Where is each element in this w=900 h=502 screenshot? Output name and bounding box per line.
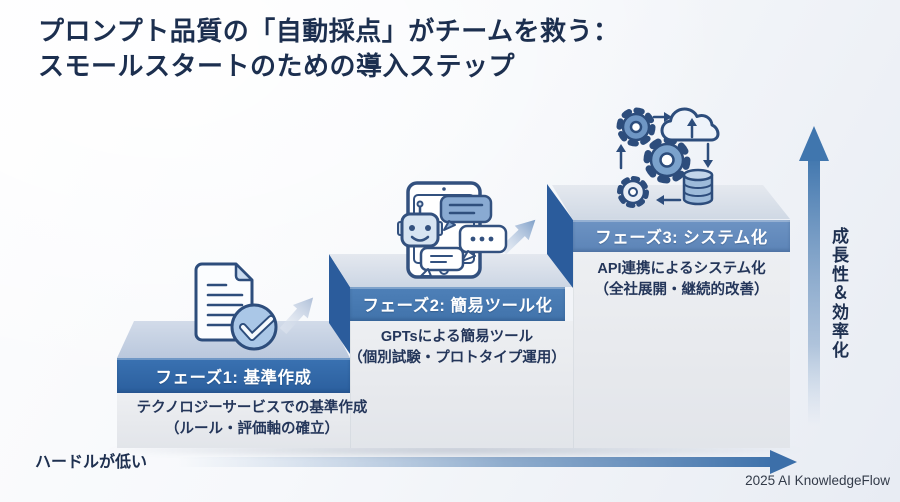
step3-phase-band: フェーズ3: システム化 bbox=[573, 220, 790, 252]
system-gears-cloud-database-icon bbox=[616, 107, 720, 208]
step2-side-face bbox=[329, 254, 350, 354]
growth-arrow-icon bbox=[799, 126, 829, 426]
page-title-line1: プロンプト品質の「自動採点」がチームを救う： bbox=[38, 16, 620, 46]
page-title-line2: スモールスタートのための導入ステップ bbox=[38, 51, 516, 81]
step1-phase-band: フェーズ1: 基準作成 bbox=[117, 358, 350, 393]
step3-side-face bbox=[547, 184, 573, 288]
step-up-arrow-2-icon bbox=[499, 219, 536, 255]
document-check-icon bbox=[194, 262, 278, 351]
step1-front-face bbox=[117, 393, 350, 448]
hurdle-arrow-icon bbox=[178, 450, 797, 474]
credit-text: 2025 AI KnowledgeFlow bbox=[745, 473, 890, 488]
step2-phase-label: フェーズ2: 簡易ツール化 bbox=[362, 297, 553, 315]
step2-front-face bbox=[350, 321, 573, 448]
growth-axis-label: 成長性＆効率化 bbox=[829, 227, 848, 360]
page-title: プロンプト品質の「自動採点」がチームを救う： スモールスタートのための導入ステッ… bbox=[38, 14, 678, 84]
chatbot-tablet-icon bbox=[397, 181, 508, 279]
step3-front-face bbox=[573, 252, 790, 448]
hurdle-axis-label: ハードルが低い bbox=[35, 454, 148, 471]
step2-phase-band: フェーズ2: 簡易ツール化 bbox=[350, 287, 565, 321]
step1-description: テクノロジーサービスでの基準作成 （ルール・評価軸の確立） bbox=[136, 400, 368, 437]
step3-top-face bbox=[552, 185, 790, 220]
step3-description: API連携によるシステム化 （全社展開・継続的改善） bbox=[594, 261, 769, 298]
step3-phase-label: フェーズ3: システム化 bbox=[595, 229, 768, 247]
step1-phase-label: フェーズ1: 基準作成 bbox=[155, 368, 312, 387]
step2-description: GPTsによる簡易ツール （個別試験・プロトタイプ運用） bbox=[348, 329, 566, 366]
step-up-arrow-1-icon bbox=[279, 297, 314, 335]
